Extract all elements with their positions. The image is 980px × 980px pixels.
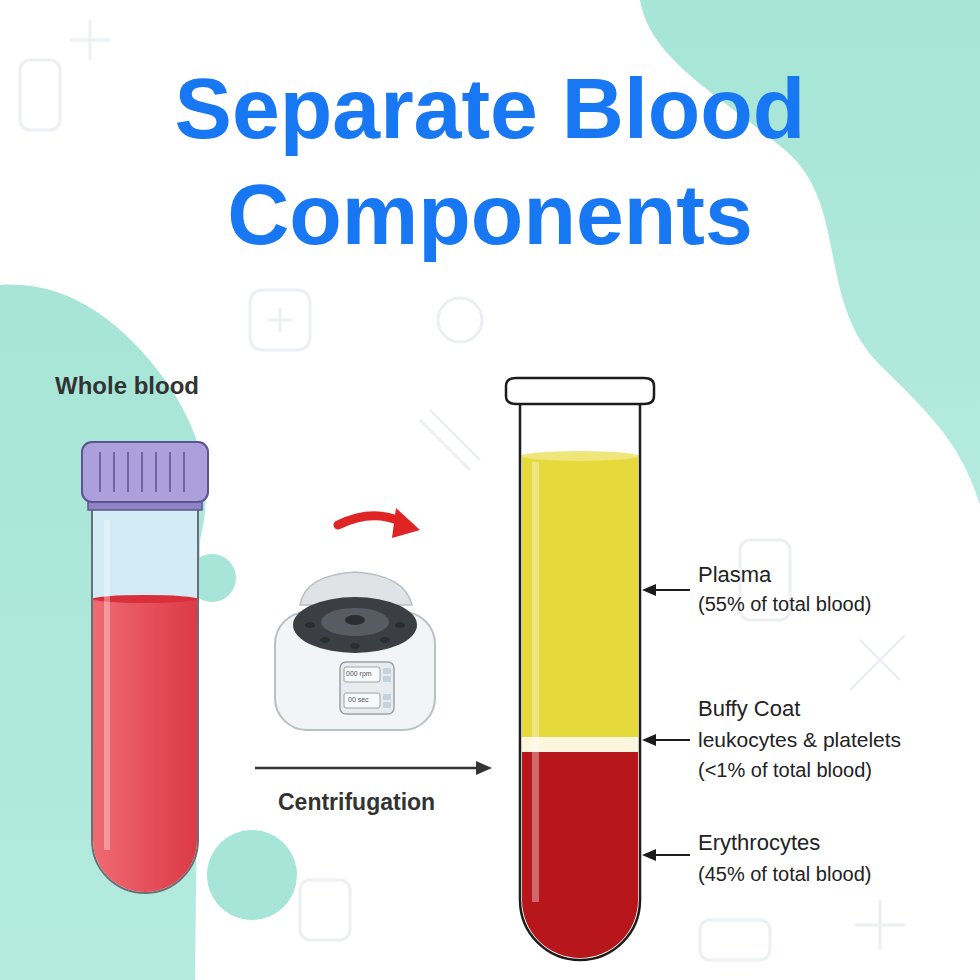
process-arrow [255, 761, 492, 775]
layer-share: (55% of total blood) [698, 592, 871, 616]
separated-tube [506, 378, 654, 960]
layer-content: leukocytes & platelets [698, 727, 901, 752]
page-title: Separate Blood Components [130, 55, 850, 267]
layer-name: Erythrocytes [698, 830, 820, 856]
background-icons [20, 20, 905, 960]
background-dot [207, 830, 297, 920]
display-reading: 000 rpm [346, 670, 372, 678]
display-reading: 00 sec [348, 696, 369, 704]
layer-name: Plasma [698, 562, 771, 588]
leader-arrows [642, 584, 690, 861]
centrifuge [275, 508, 435, 730]
layer-share: (45% of total blood) [698, 862, 871, 886]
background-blob [0, 285, 206, 980]
layer-name: Buffy Coat [698, 696, 800, 722]
tube-label: Whole blood [55, 372, 199, 401]
process-label: Centrifugation [278, 789, 435, 817]
layer-share: (<1% of total blood) [698, 758, 872, 782]
whole-blood-tube [82, 442, 208, 893]
